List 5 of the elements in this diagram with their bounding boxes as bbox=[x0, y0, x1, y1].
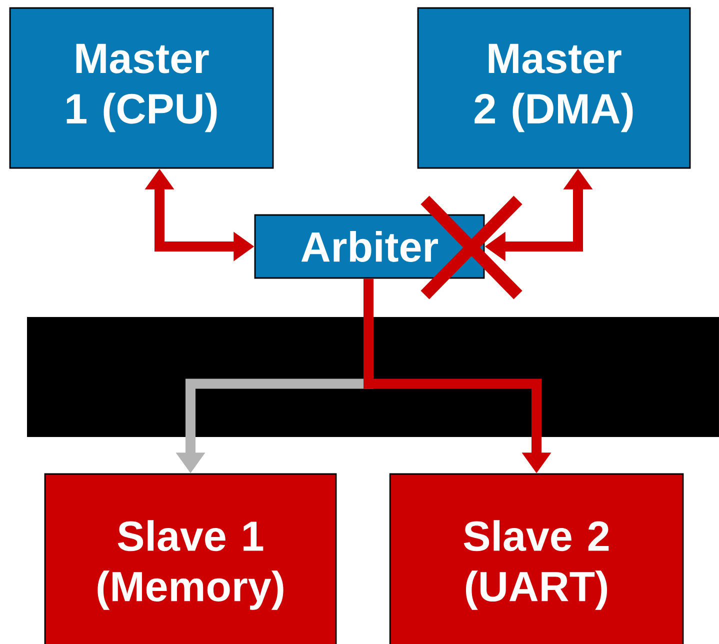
master-box: Master 1 (CPU) bbox=[9, 7, 274, 169]
master-box: Master 2 (DMA) bbox=[417, 7, 691, 169]
slave-box: Slave 2 (UART) bbox=[389, 473, 684, 644]
slave-box: Slave 1 (Memory) bbox=[44, 473, 337, 644]
arbiter-box: Arbiter bbox=[254, 214, 485, 279]
